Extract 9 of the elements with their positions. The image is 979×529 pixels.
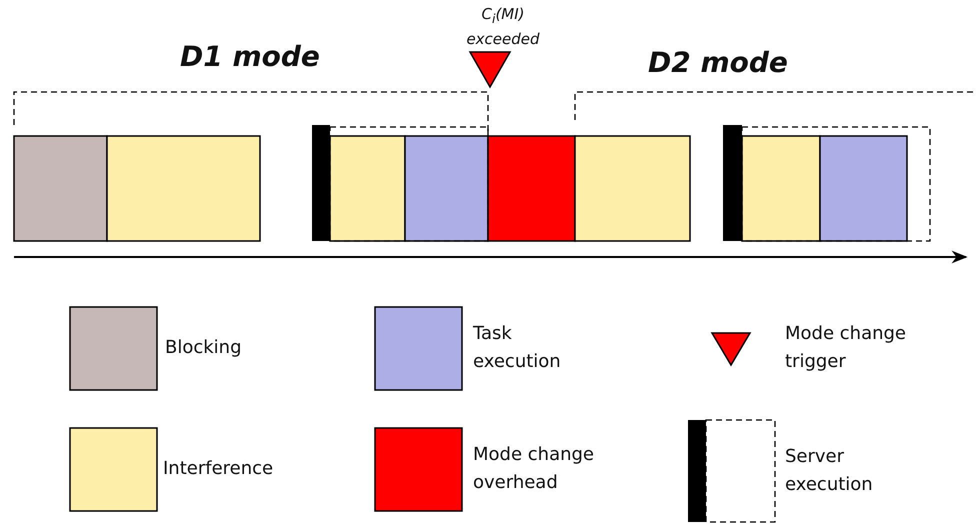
legend-label: Interference (163, 457, 274, 481)
legend-label: Blocking (165, 336, 243, 360)
legend-label: Mode change trigger (785, 322, 908, 374)
trigger-label: C$_{i}$(MI) exceeded (465, 4, 541, 50)
legend-label: Mode change overhead (473, 443, 596, 495)
mode-label: D2 mode (648, 46, 788, 79)
mode-label: D1 mode (180, 40, 320, 73)
legend-label: Server execution (785, 445, 874, 497)
legend-label: Task execution (473, 322, 562, 374)
